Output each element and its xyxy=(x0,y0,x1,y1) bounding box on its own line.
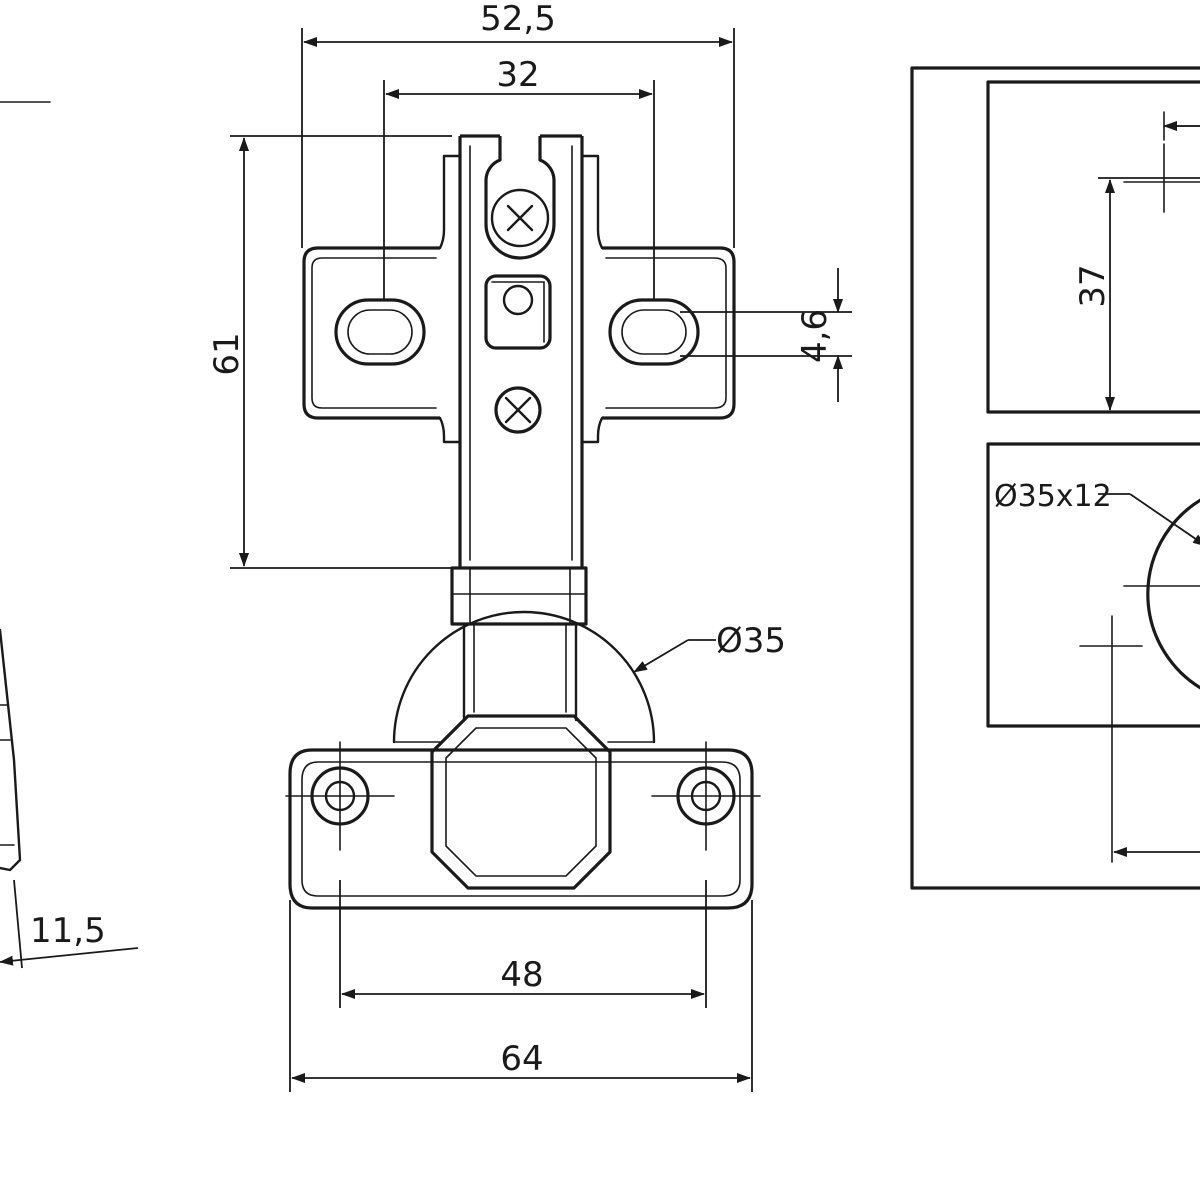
dim-plate-hole-spacing: 32 xyxy=(496,55,539,95)
hinge-cup xyxy=(285,610,761,910)
cup-arc xyxy=(392,610,656,744)
drilling-template xyxy=(910,66,1200,890)
dim-drill-distance: 37 xyxy=(1073,264,1113,307)
dim-overall-width: 52,5 xyxy=(480,0,556,39)
dim-cup-plate-width: 64 xyxy=(500,1039,543,1079)
template-frame xyxy=(910,66,1200,890)
top-screw-slot xyxy=(484,136,556,260)
hinge-knuckle xyxy=(450,566,588,626)
center-dimension-lines xyxy=(230,28,852,1092)
dim-cup-diameter: Ø35 xyxy=(716,621,786,661)
side-view-partial xyxy=(0,101,139,969)
left-slot xyxy=(334,298,426,366)
adjustment-insert xyxy=(484,274,552,350)
lower-screw xyxy=(494,386,542,434)
upper-panel xyxy=(986,80,1200,414)
dim-side-offset: 11,5 xyxy=(30,911,106,951)
cup-bore-arc xyxy=(1146,498,1200,690)
dim-slot-height: 4,6 xyxy=(795,309,835,363)
hinge-arm xyxy=(450,134,588,722)
dim-cup-hole-spacing: 48 xyxy=(500,955,543,995)
cup-plate xyxy=(288,748,754,910)
lower-panel xyxy=(986,442,1200,728)
dim-drill-callout: Ø35x12 xyxy=(994,479,1112,514)
hinge-mounting-plate xyxy=(302,154,736,444)
dim-arm-height: 61 xyxy=(207,332,247,375)
cup-octagon xyxy=(430,714,612,890)
